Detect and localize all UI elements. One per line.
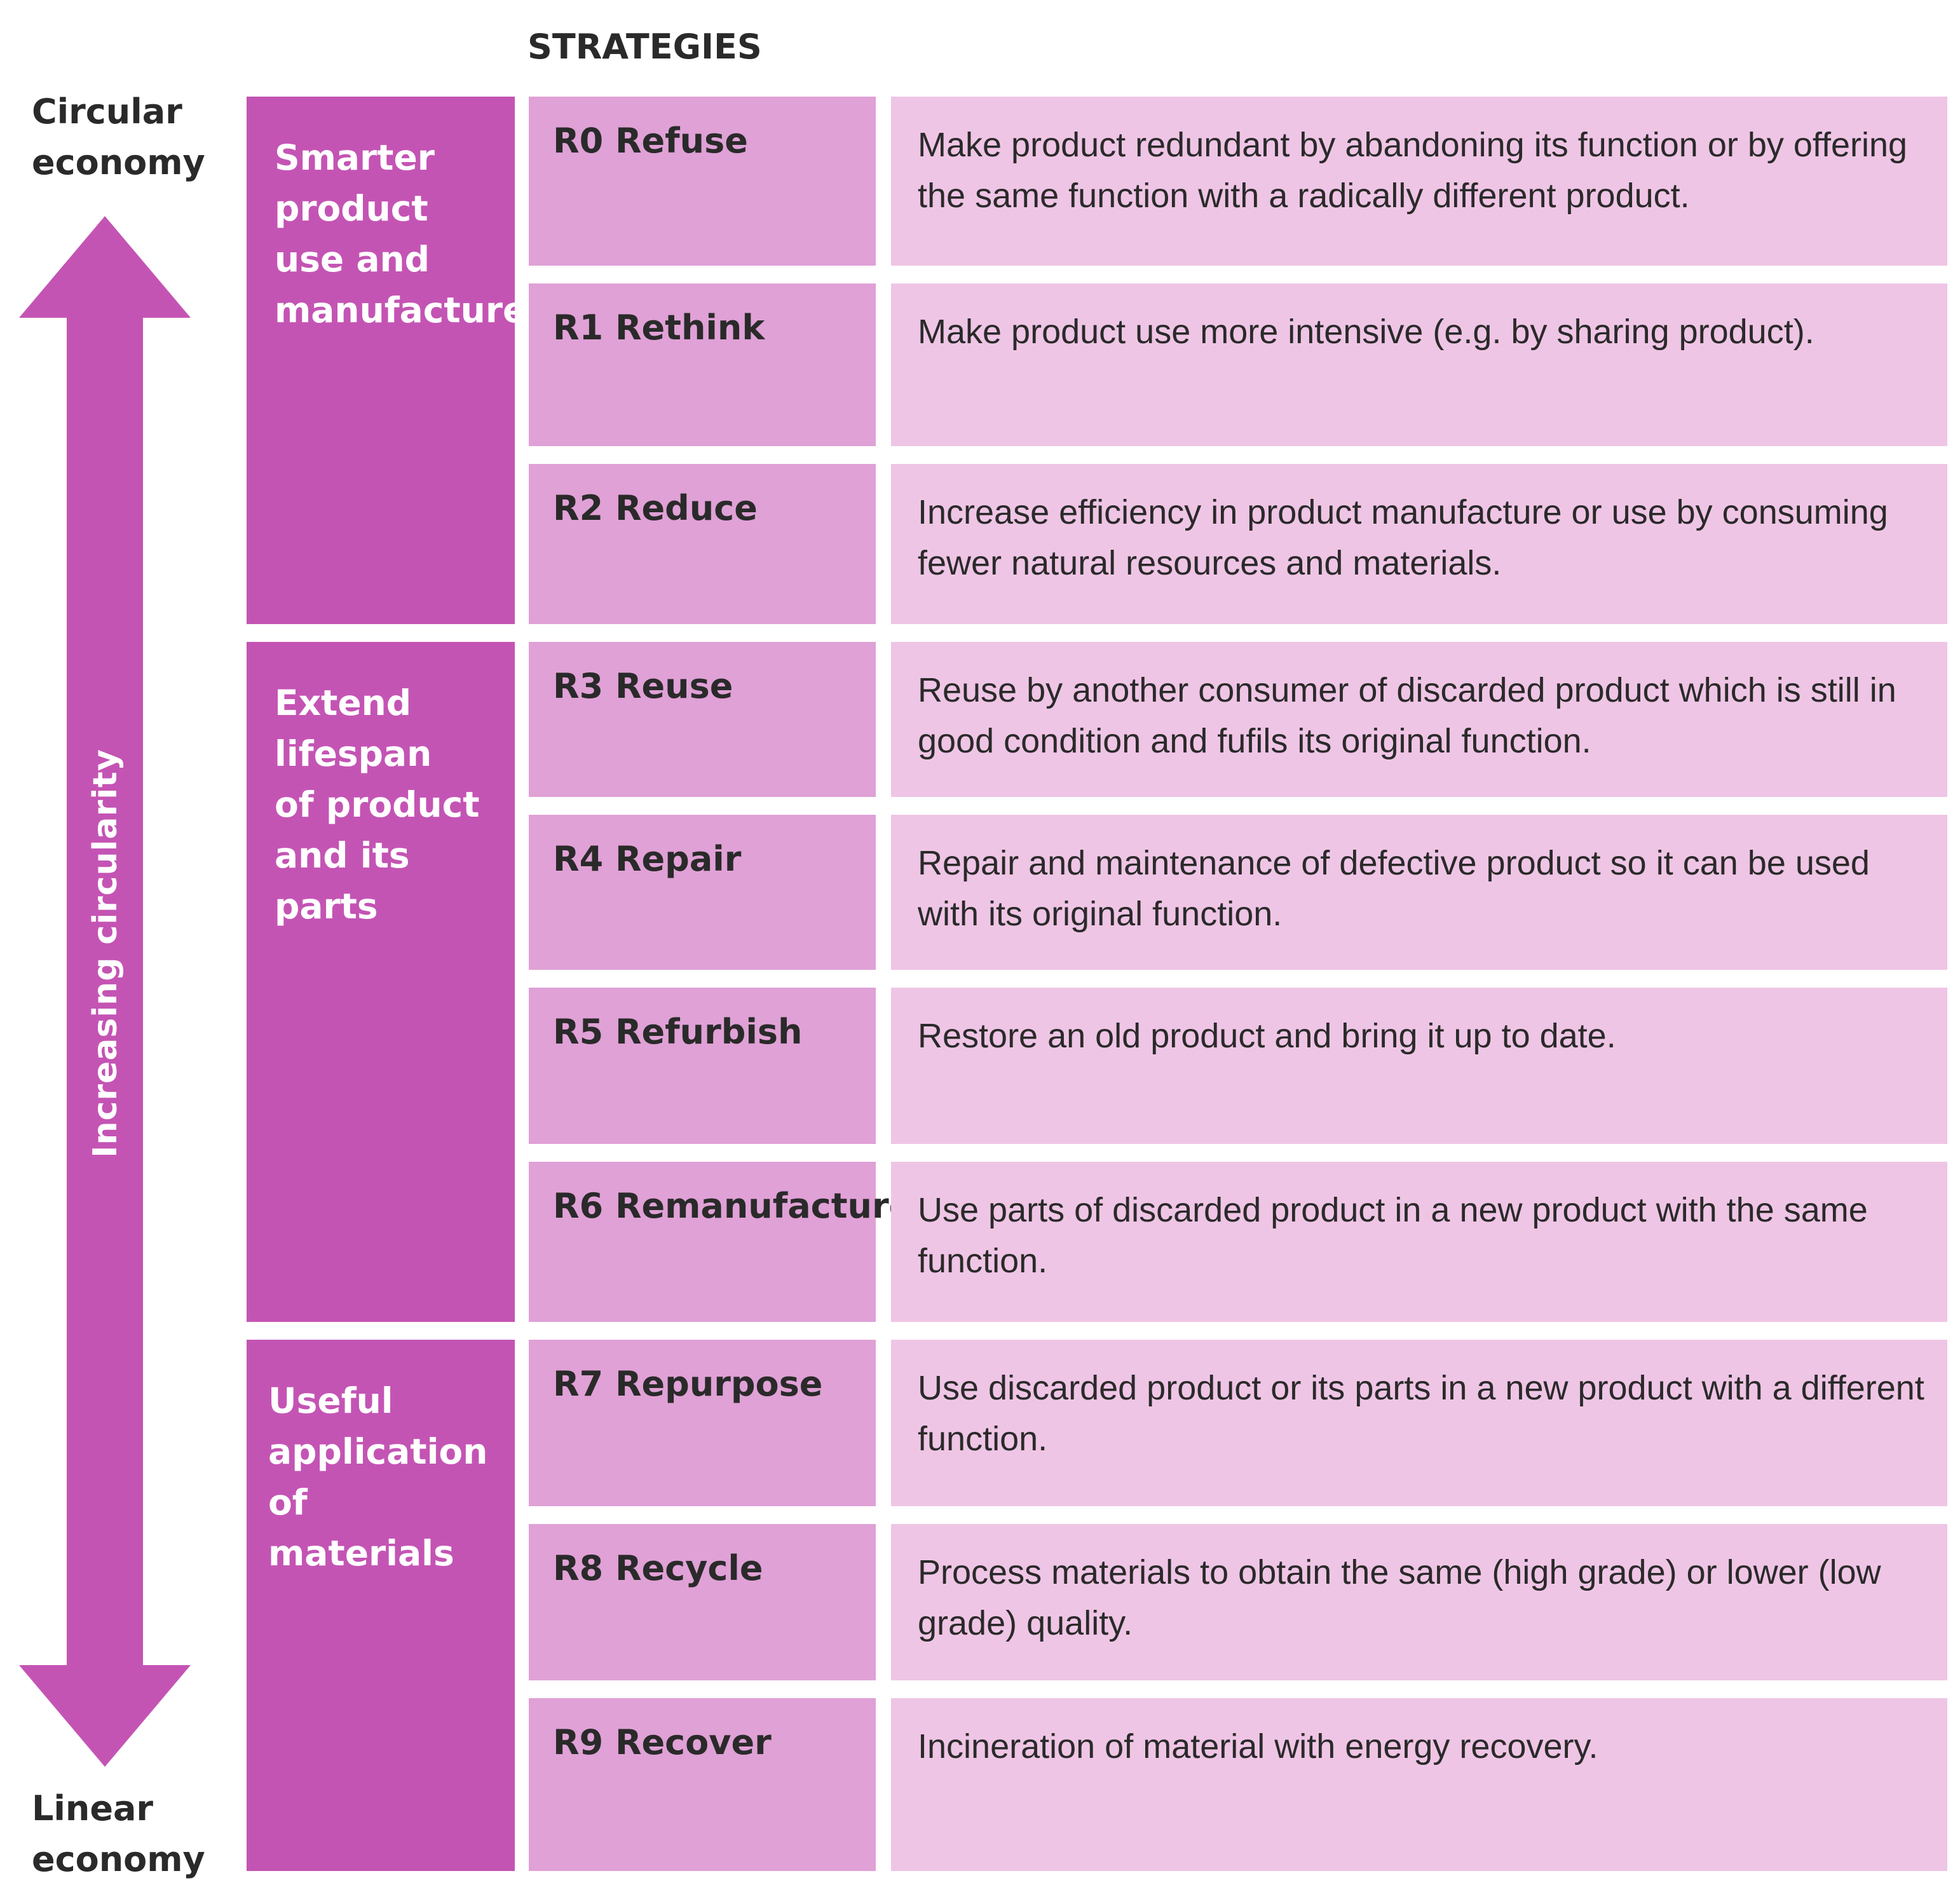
- strategy-name: R7 Repurpose: [553, 1364, 823, 1404]
- strategy-name-cell: R9 Recover: [529, 1698, 876, 1871]
- strategy-description: Increase efficiency in product manufactu…: [918, 493, 1888, 582]
- strategy-name-cell: R7 Repurpose: [529, 1340, 876, 1506]
- strategy-description: Make product use more intensive (e.g. by…: [918, 313, 1814, 351]
- strategy-description-cell: Make product use more intensive (e.g. by…: [891, 283, 1947, 446]
- group-label: Useful application of materials: [268, 1380, 488, 1574]
- strategy-name-cell: R5 Refurbish: [529, 988, 876, 1144]
- strategy-name: R2 Reduce: [553, 488, 758, 528]
- group-useful-application: Useful application of materials: [247, 1340, 515, 1871]
- strategy-name: R9 Recover: [553, 1722, 772, 1762]
- strategy-name: R8 Recycle: [553, 1548, 763, 1588]
- strategy-description: Repair and maintenance of defective prod…: [918, 844, 1870, 933]
- strategy-description-cell: Incineration of material with energy rec…: [891, 1698, 1947, 1871]
- strategy-description-cell: Process materials to obtain the same (hi…: [891, 1524, 1947, 1680]
- strategy-name-cell: R4 Repair: [529, 815, 876, 970]
- strategy-description-cell: Increase efficiency in product manufactu…: [891, 464, 1947, 624]
- strategy-name-cell: R2 Reduce: [529, 464, 876, 624]
- strategy-name-cell: R8 Recycle: [529, 1524, 876, 1680]
- increasing-circularity-label: Increasing circularity: [86, 749, 125, 1158]
- strategy-name: R6 Remanufacture: [553, 1186, 913, 1226]
- strategy-name: R3 Reuse: [553, 666, 733, 706]
- strategy-name: R0 Refuse: [553, 121, 748, 161]
- double-arrow-icon: [19, 216, 191, 1767]
- group-extend-lifespan: Extend lifespan of product and its parts: [247, 642, 515, 1322]
- linear-economy-text: Linear economy: [32, 1788, 205, 1879]
- strategy-description: Use parts of discarded product in a new …: [918, 1191, 1868, 1280]
- circular-economy-label: Circular economy: [32, 86, 205, 188]
- strategy-description-cell: Repair and maintenance of defective prod…: [891, 815, 1947, 970]
- strategy-name-cell: R0 Refuse: [529, 97, 876, 266]
- strategy-description: Make product redundant by abandoning its…: [918, 126, 1908, 215]
- strategy-description: Process materials to obtain the same (hi…: [918, 1553, 1881, 1642]
- arrow-shape: [19, 216, 191, 1767]
- group-label: Extend lifespan of product and its parts: [275, 683, 480, 927]
- strategy-name-cell: R1 Rethink: [529, 283, 876, 446]
- strategy-name: R4 Repair: [553, 839, 742, 879]
- strategy-description: Use discarded product or its parts in a …: [918, 1369, 1924, 1458]
- group-label: Smarter product use and manufacture: [275, 137, 527, 330]
- strategy-description: Reuse by another consumer of discarded p…: [918, 671, 1896, 760]
- circular-economy-text: Circular economy: [32, 92, 205, 182]
- strategy-description: Incineration of material with energy rec…: [918, 1727, 1598, 1766]
- strategy-description-cell: Use parts of discarded product in a new …: [891, 1162, 1947, 1322]
- strategy-description-cell: Use discarded product or its parts in a …: [891, 1340, 1947, 1506]
- strategy-name-cell: R3 Reuse: [529, 642, 876, 797]
- linear-economy-label: Linear economy: [32, 1783, 205, 1885]
- strategy-name: R1 Rethink: [553, 308, 765, 348]
- strategy-description-cell: Reuse by another consumer of discarded p…: [891, 642, 1947, 797]
- strategy-name: R5 Refurbish: [553, 1012, 803, 1052]
- strategy-description-cell: Restore an old product and bring it up t…: [891, 988, 1947, 1144]
- strategy-description: Restore an old product and bring it up t…: [918, 1017, 1616, 1055]
- strategies-heading: STRATEGIES: [527, 27, 762, 67]
- strategy-name-cell: R6 Remanufacture: [529, 1162, 912, 1322]
- group-smarter-use: Smarter product use and manufacture: [247, 97, 527, 624]
- strategy-description-cell: Make product redundant by abandoning its…: [891, 97, 1947, 266]
